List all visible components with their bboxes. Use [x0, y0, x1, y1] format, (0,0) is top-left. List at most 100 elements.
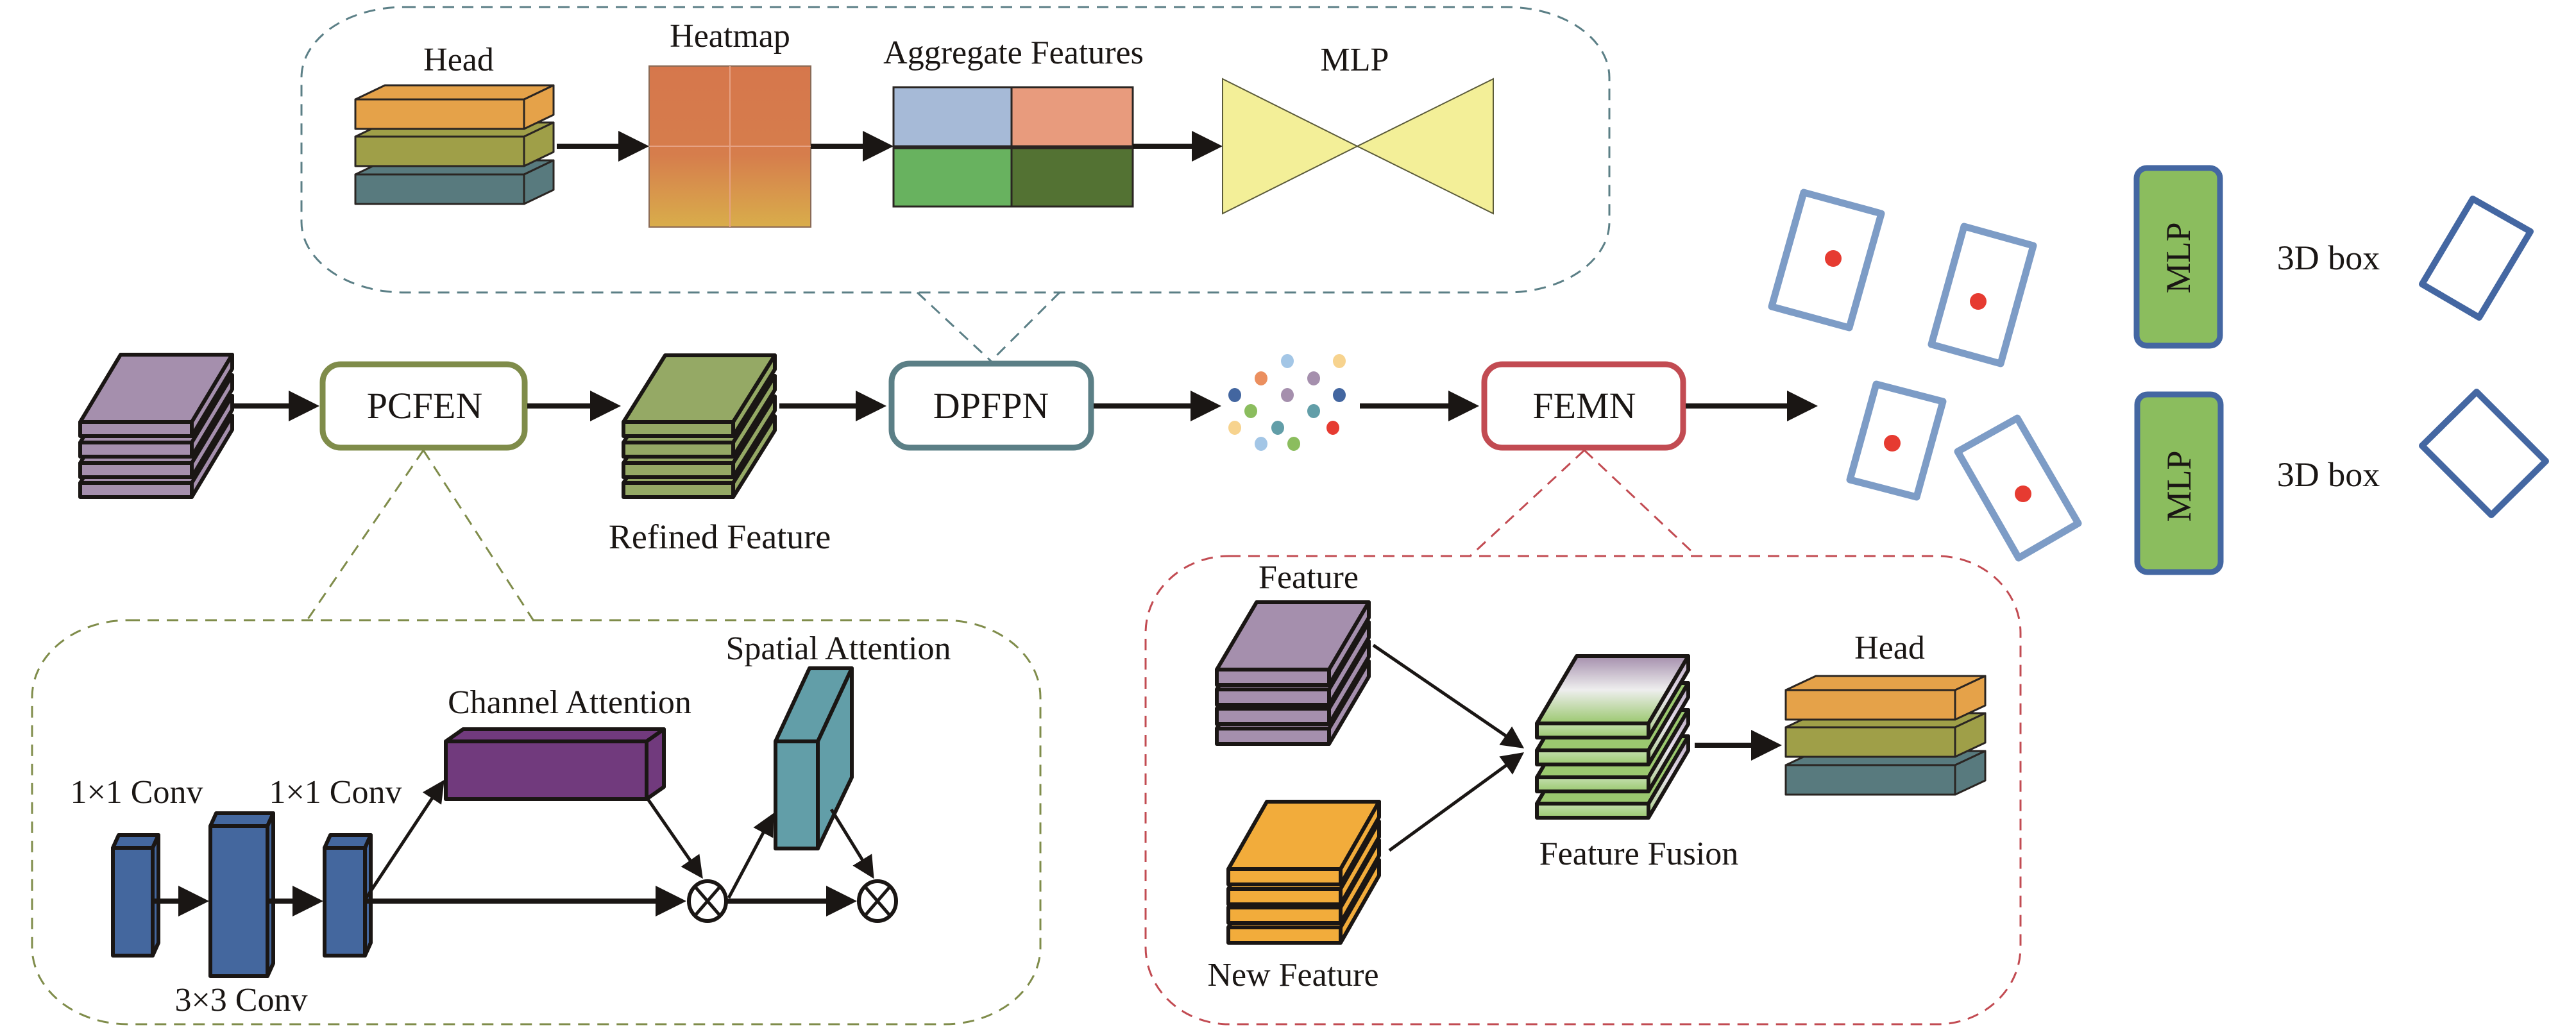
femn-detail-border	[1144, 555, 2022, 1026]
dpfpn-detail-panel: Head Heatmap Aggregate Features MLP	[300, 6, 1611, 294]
head-stack	[354, 84, 555, 205]
head-label: Head	[423, 42, 494, 78]
conv2-block	[323, 833, 373, 958]
mlp-block-label: MLP	[2160, 450, 2198, 521]
spatial-attention-label: Spatial Attention	[726, 630, 951, 667]
pcfen-module[interactable]: PCFEN	[319, 361, 528, 451]
3d-box-wireframe	[2419, 389, 2549, 518]
keypoint	[1228, 388, 1241, 402]
keypoint	[1307, 404, 1320, 418]
feature-slab	[78, 353, 234, 438]
point-cloud-keypoints	[1228, 354, 1346, 451]
feature-fusion-stack	[1535, 654, 1690, 820]
keypoint	[1307, 371, 1320, 385]
channel-attention-label: Channel Attention	[448, 684, 691, 721]
conv1-block	[111, 833, 160, 958]
keypoint	[1255, 371, 1267, 385]
pcfen-detail-panel: 1×1 Conv 1×1 Conv 3×3 Conv Channel Atten…	[31, 619, 1042, 1026]
proposal-center-point	[1970, 293, 1987, 310]
proposal-box	[1954, 414, 2082, 562]
keypoint	[1255, 437, 1267, 451]
feature-slab	[1226, 800, 1381, 886]
refined-feature-label: Refined Feature	[609, 518, 831, 556]
feature-slab	[622, 353, 777, 438]
refined-feature-stack	[622, 353, 777, 499]
input-feature-stack	[78, 353, 234, 499]
feature-stack	[1215, 600, 1371, 746]
head-layer	[1784, 712, 1987, 758]
aggregate-features-grid	[892, 86, 1134, 208]
aggregate-cell	[892, 147, 1013, 208]
keypoint	[1287, 437, 1300, 451]
pcfen-connector-left	[305, 450, 425, 621]
keypoint	[1333, 388, 1346, 402]
conv-to-channel-arrow	[364, 779, 445, 899]
spatial-to-multiply-arrow	[829, 808, 874, 879]
feature-fusion-label: Feature Fusion	[1539, 836, 1739, 872]
conv3-label: 3×3 Conv	[174, 982, 307, 1018]
aggregate-features-label: Aggregate Features	[883, 35, 1144, 71]
mlp-block-1[interactable]: MLP	[2133, 165, 2223, 349]
femn-detail-panel: Feature New Feature Feature Fusion Head	[1144, 555, 2022, 1026]
proposal-center-point	[1884, 435, 1901, 452]
channel-attention-block	[444, 727, 666, 801]
dpfpn-connector-right	[990, 291, 1061, 362]
new-feature-label: New Feature	[1207, 957, 1378, 993]
feature-label: Feature	[1258, 559, 1359, 596]
new-feature-to-fusion-arrow	[1388, 752, 1525, 852]
channel-attention-cube	[444, 727, 666, 801]
pcfen-label: PCFEN	[367, 385, 483, 426]
new-feature-stack	[1226, 800, 1381, 945]
heatmap-label: Heatmap	[670, 18, 790, 55]
spatial-attention-cube	[774, 666, 854, 850]
multiply-operator-2	[857, 879, 898, 923]
heatmap	[648, 65, 811, 228]
3d-box-wireframe	[2419, 196, 2534, 321]
mlp-bowtie	[1222, 78, 1494, 215]
multiply-to-spatial-arrow	[727, 813, 774, 899]
proposal-box	[1846, 380, 1947, 501]
femn-connector-left	[1469, 449, 1586, 557]
aggregate-cell	[1010, 147, 1134, 208]
femn-module[interactable]: FEMN	[1481, 361, 1686, 451]
mlp-label: MLP	[1321, 42, 1389, 78]
pcfen-connector-right	[422, 450, 535, 621]
keypoint	[1333, 354, 1346, 368]
pcfen-detail-border	[31, 619, 1042, 1026]
femn-label: FEMN	[1532, 385, 1636, 426]
keypoint	[1326, 421, 1339, 435]
dpfpn-module[interactable]: DPFPN	[888, 360, 1094, 451]
conv2-label: 1×1 Conv	[269, 774, 402, 811]
proposal-box	[1768, 189, 1885, 332]
channel-to-multiply-arrow	[646, 798, 703, 879]
mlp-block-label: MLP	[2159, 222, 2198, 293]
mlp-block-2[interactable]: MLP	[2134, 391, 2224, 575]
dpfpn-connector-left	[916, 291, 992, 362]
dpfpn-detail-border	[300, 6, 1611, 294]
feature-to-fusion-arrow	[1372, 643, 1525, 748]
keypoint	[1228, 421, 1241, 435]
keypoint	[1281, 354, 1294, 368]
3d-box-label: 3D box	[2277, 455, 2380, 494]
proposal-center-point	[2015, 485, 2031, 502]
feature-slab	[1215, 600, 1371, 687]
femn-head-stack	[1784, 675, 1987, 796]
dpfpn-label: DPFPN	[933, 385, 1049, 426]
femn-head-label: Head	[1854, 630, 1925, 666]
proposal-box	[1928, 223, 2037, 367]
head-layer	[354, 84, 555, 130]
proposal-center-point	[1825, 250, 1842, 267]
multiply-operator-1	[687, 879, 728, 923]
femn-connector-right	[1583, 449, 1698, 557]
aggregate-cell	[1010, 86, 1134, 148]
feature-slab	[1535, 654, 1690, 739]
head-layer	[1784, 675, 1987, 721]
keypoint	[1271, 421, 1284, 435]
keypoint	[1281, 388, 1294, 402]
spatial-attention-block	[774, 666, 854, 850]
proposal-boxes	[1768, 189, 2082, 562]
aggregate-cell	[892, 86, 1013, 148]
conv1-label: 1×1 Conv	[70, 774, 203, 811]
3d-box-label: 3D box	[2277, 239, 2380, 277]
